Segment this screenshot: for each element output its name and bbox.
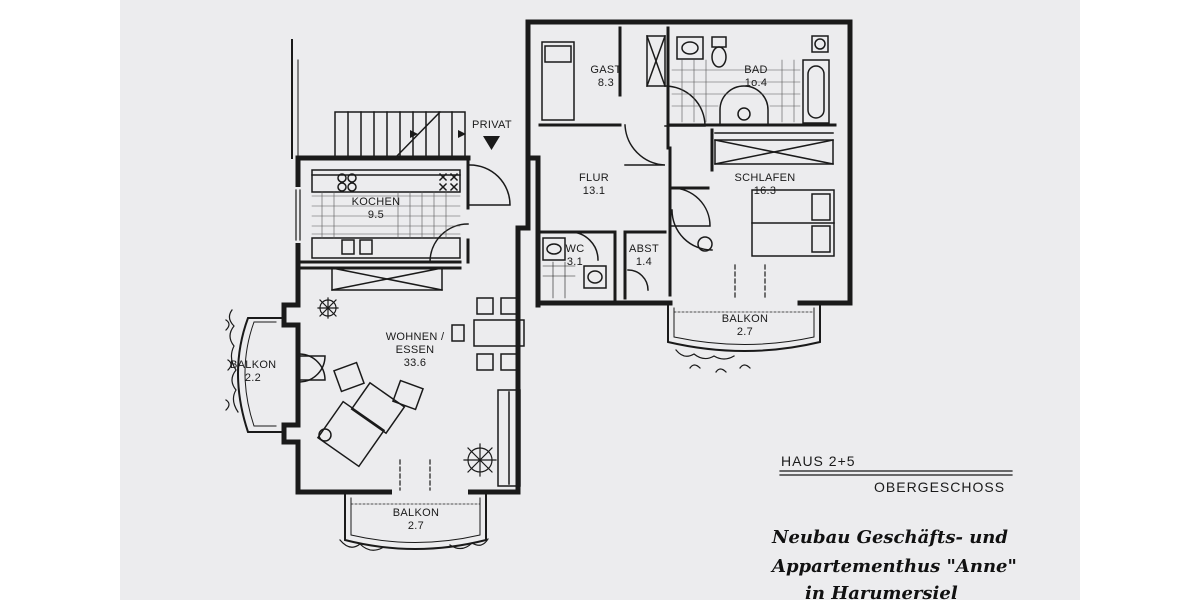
room-bad-area: 1o.4 bbox=[744, 77, 768, 89]
bedroom-bed bbox=[697, 189, 835, 257]
room-wohnen-essen: WOHNEN / ESSEN 33.6 bbox=[380, 331, 450, 370]
room-balkon-west-area: 2.2 bbox=[244, 372, 262, 384]
room-balkon-east: BALKON 2.7 bbox=[721, 313, 769, 339]
guest-bed bbox=[541, 41, 575, 121]
caption-line-2: Appartementhus "Anne" bbox=[772, 556, 1017, 577]
kitchen-counters bbox=[311, 169, 461, 259]
caption-line-1: Neubau Geschäfts- und bbox=[772, 527, 1008, 548]
geschoss-label: OBERGESCHOSS bbox=[874, 479, 1006, 495]
room-abst: ABST 1.4 bbox=[626, 243, 662, 269]
title-rules bbox=[779, 470, 1013, 476]
room-balkon-east-name: BALKON bbox=[721, 313, 769, 325]
room-kochen: KOCHEN 9.5 bbox=[346, 196, 406, 222]
room-balkon-west-name: BALKON bbox=[230, 359, 277, 371]
room-kochen-name: KOCHEN bbox=[351, 196, 401, 208]
haus-label: HAUS 2+5 bbox=[781, 453, 856, 469]
privat-arrow-icon bbox=[483, 136, 500, 150]
balcony-east bbox=[667, 302, 821, 352]
room-wc: WC 3.1 bbox=[560, 243, 590, 269]
tile-grid-kitchen bbox=[311, 191, 461, 239]
room-schlafen-name: SCHLAFEN bbox=[734, 172, 796, 184]
caption-line-3: in Harumersiel bbox=[805, 583, 958, 600]
room-wc-name: WC bbox=[565, 243, 585, 255]
room-abst-area: 1.4 bbox=[635, 256, 653, 268]
interior-walls bbox=[298, 26, 837, 302]
room-bad-name: BAD bbox=[744, 64, 768, 76]
tile-grid-bath bbox=[671, 59, 801, 123]
privat-label: PRIVAT bbox=[472, 119, 512, 131]
room-essen-name: ESSEN bbox=[395, 344, 435, 356]
room-schlafen: SCHLAFEN 16.3 bbox=[727, 172, 803, 198]
room-flur-name: FLUR bbox=[579, 172, 609, 184]
room-balkon-west: BALKON 2.2 bbox=[230, 359, 276, 385]
wc-fixtures bbox=[542, 237, 607, 299]
room-wohnen-name: WOHNEN / bbox=[385, 331, 445, 343]
room-flur: FLUR 13.1 bbox=[572, 172, 616, 198]
room-flur-area: 13.1 bbox=[582, 185, 606, 197]
windows bbox=[295, 187, 766, 495]
room-balkon-south-area: 2.7 bbox=[407, 520, 425, 532]
bedroom-wardrobe bbox=[714, 132, 834, 165]
room-wohnen-area: 33.6 bbox=[403, 357, 427, 369]
room-bad: BAD 1o.4 bbox=[734, 64, 778, 90]
door-swings bbox=[299, 85, 713, 383]
room-gast-name: GAST bbox=[590, 64, 622, 76]
room-kochen-area: 9.5 bbox=[367, 209, 385, 221]
living-furniture bbox=[316, 267, 525, 487]
stairs bbox=[291, 39, 466, 160]
room-balkon-east-area: 2.7 bbox=[736, 326, 754, 338]
paper-sheet bbox=[120, 0, 1080, 600]
room-gast: GAST 8.3 bbox=[582, 64, 630, 90]
room-balkon-south: BALKON 2.7 bbox=[392, 507, 440, 533]
balcony-west bbox=[237, 317, 285, 433]
plant-icons bbox=[225, 297, 751, 551]
room-schlafen-area: 16.3 bbox=[753, 185, 777, 197]
room-wc-area: 3.1 bbox=[566, 256, 584, 268]
room-abst-name: ABST bbox=[629, 243, 659, 255]
balcony-south bbox=[344, 491, 487, 550]
room-gast-area: 8.3 bbox=[597, 77, 615, 89]
room-balkon-south-name: BALKON bbox=[392, 507, 440, 519]
bath-fixtures bbox=[646, 35, 830, 126]
